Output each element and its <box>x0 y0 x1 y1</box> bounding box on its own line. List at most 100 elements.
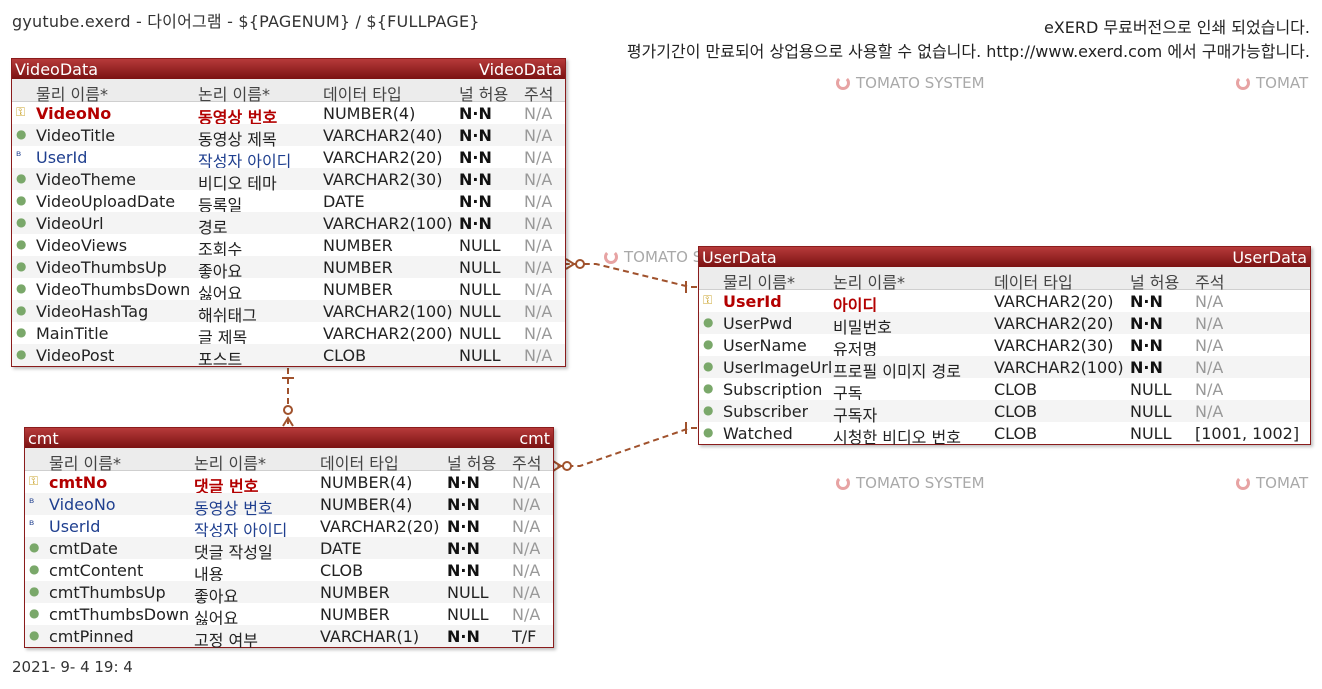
column-dot-icon: ● <box>29 628 40 642</box>
cell-physical: VideoHashTag <box>36 302 149 321</box>
cell-type: NUMBER <box>323 258 393 277</box>
column-header-logical: 논리 이름* <box>194 454 266 473</box>
cell-null: NULL <box>1130 402 1172 421</box>
cell-null: N·N <box>459 192 492 211</box>
column-dot-icon: ● <box>703 403 714 417</box>
cell-logical: 좋아요 <box>194 587 239 606</box>
diagram-title: gyutube.exerd - 다이어그램 - ${PAGENUM} / ${F… <box>12 12 480 31</box>
cell-null: NULL <box>459 324 501 343</box>
cell-type: NUMBER(4) <box>320 495 413 514</box>
cell-comment: N/A <box>524 236 553 255</box>
cell-comment: T/F <box>512 627 537 646</box>
cell-physical: VideoThumbsUp <box>36 258 167 277</box>
cell-null: NULL <box>459 302 501 321</box>
relation-userdata-cmt <box>552 422 697 472</box>
column-dot-icon: ● <box>16 215 27 229</box>
cell-comment: N/A <box>1195 336 1224 355</box>
cell-physical: VideoViews <box>36 236 128 255</box>
tomato-logo-icon <box>1236 476 1250 490</box>
cell-type: VARCHAR(1) <box>320 627 420 646</box>
cell-physical: UserName <box>723 336 807 355</box>
cell-comment: N/A <box>524 280 553 299</box>
column-header-physical: 물리 이름* <box>36 85 108 104</box>
cell-null: NULL <box>459 258 501 277</box>
column-dot-icon: ● <box>29 584 40 598</box>
cell-comment: N/A <box>512 605 541 624</box>
cell-null: N·N <box>459 148 492 167</box>
cell-comment: N/A <box>524 346 553 365</box>
cell-logical: 비디오 테마 <box>198 174 277 193</box>
cell-logical: 댓글 번호 <box>194 477 259 496</box>
cell-null: NULL <box>1130 380 1172 399</box>
primary-key-icon: ⚿ <box>29 474 39 488</box>
cell-type: VARCHAR2(20) <box>323 148 443 167</box>
cell-type: CLOB <box>994 402 1038 421</box>
cell-type: VARCHAR2(100) <box>323 214 453 233</box>
cell-physical: VideoTitle <box>36 126 116 145</box>
watermark-partial: TOMAT <box>1236 474 1308 492</box>
license-notice-line2: 평가기간이 만료되어 상업용으로 사용할 수 없습니다. http://www.… <box>626 42 1310 61</box>
cell-null: NULL <box>447 583 489 602</box>
cell-comment: N/A <box>524 192 553 211</box>
cell-comment: N/A <box>524 302 553 321</box>
cell-type: CLOB <box>994 380 1038 399</box>
primary-key-icon: ⚿ <box>16 105 26 119</box>
primary-key-icon: ⚿ <box>703 293 713 307</box>
cell-logical: 비밀번호 <box>833 318 892 337</box>
entity-logical-name: UserData <box>1232 247 1307 267</box>
cell-physical: UserImageUrl <box>723 358 833 377</box>
cell-logical: 해쉬태그 <box>198 306 257 325</box>
cell-comment: [1001, 1002] <box>1195 424 1300 443</box>
cell-null: NULL <box>459 346 501 365</box>
cell-logical: 시청한 비디오 번호 <box>833 428 961 447</box>
cell-comment: N/A <box>512 517 541 536</box>
cell-comment: N/A <box>512 495 541 514</box>
cell-physical: UserPwd <box>723 314 793 333</box>
column-header-comment: 주석 <box>1195 273 1225 292</box>
cell-logical: 좋아요 <box>198 262 243 281</box>
cell-type: VARCHAR2(20) <box>994 292 1114 311</box>
column-header-physical: 물리 이름* <box>49 454 121 473</box>
cell-logical: 댓글 작성일 <box>194 543 273 562</box>
column-header-type: 데이터 타입 <box>323 85 402 104</box>
cell-physical: Subscriber <box>723 402 809 421</box>
cell-comment: N/A <box>512 583 541 602</box>
column-dot-icon: ● <box>16 237 27 251</box>
